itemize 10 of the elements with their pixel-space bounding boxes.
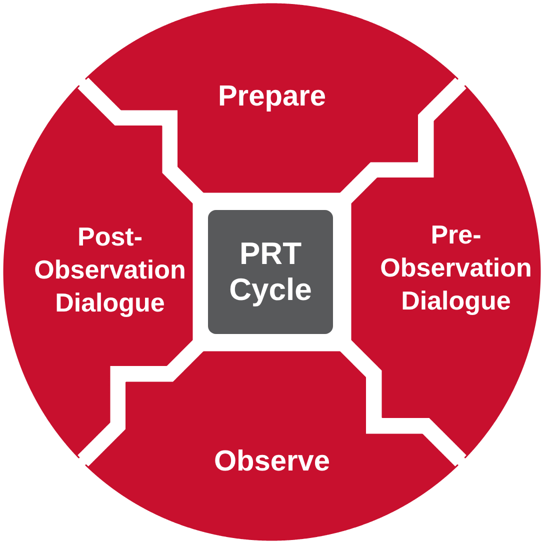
segment-label: Prepare (216, 80, 327, 114)
cycle-segment (86, 4, 458, 192)
segment-label: Observe (212, 446, 332, 478)
segment-label: Pre-Observation Dialogue (379, 218, 533, 318)
cycle-segment (352, 86, 540, 458)
segment-label: Post-Observation Dialogue (33, 220, 187, 320)
cycle-segment (86, 352, 458, 540)
center-box (208, 210, 333, 334)
center-label: PRT Cycle (228, 236, 313, 308)
cycle-segment (4, 86, 192, 458)
